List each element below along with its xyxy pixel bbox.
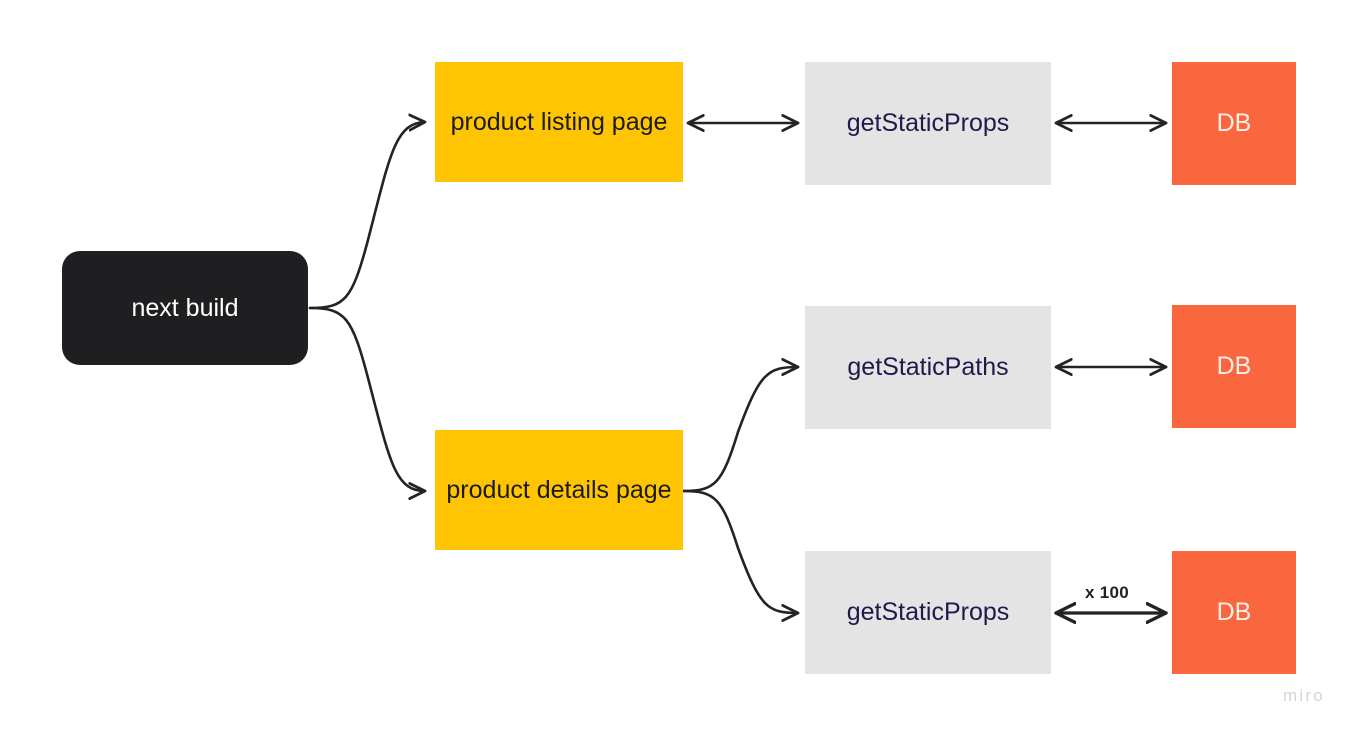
node-product-details-page-label: product details page — [446, 475, 672, 504]
node-get-static-paths-label: getStaticPaths — [847, 353, 1009, 382]
node-db-listing[interactable]: DB — [1172, 62, 1296, 185]
node-get-static-paths[interactable]: getStaticPaths — [805, 306, 1051, 429]
node-db-paths[interactable]: DB — [1172, 305, 1296, 428]
node-get-static-props-listing[interactable]: getStaticProps — [805, 62, 1051, 185]
connector-details-to-getstaticprops — [681, 489, 798, 613]
node-product-details-page[interactable]: product details page — [435, 430, 683, 550]
node-db-details-label: DB — [1216, 598, 1252, 627]
node-next-build[interactable]: next build — [62, 251, 308, 365]
node-get-static-props-details[interactable]: getStaticProps — [805, 551, 1051, 674]
connector-build-to-listing — [308, 122, 425, 310]
connector-build-to-details — [308, 306, 425, 491]
connector-details-to-getstaticpaths — [681, 367, 798, 493]
node-next-build-label: next build — [131, 293, 239, 322]
node-get-static-props-listing-label: getStaticProps — [846, 109, 1010, 138]
node-product-listing-page-label: product listing page — [450, 107, 668, 136]
node-db-details[interactable]: DB — [1172, 551, 1296, 674]
node-get-static-props-details-label: getStaticProps — [846, 598, 1010, 627]
node-product-listing-page[interactable]: product listing page — [435, 62, 683, 182]
edge-label-multiplier: x 100 — [1085, 583, 1130, 602]
miro-watermark: miro — [1283, 686, 1325, 705]
node-db-paths-label: DB — [1216, 352, 1252, 381]
node-db-listing-label: DB — [1216, 109, 1252, 138]
